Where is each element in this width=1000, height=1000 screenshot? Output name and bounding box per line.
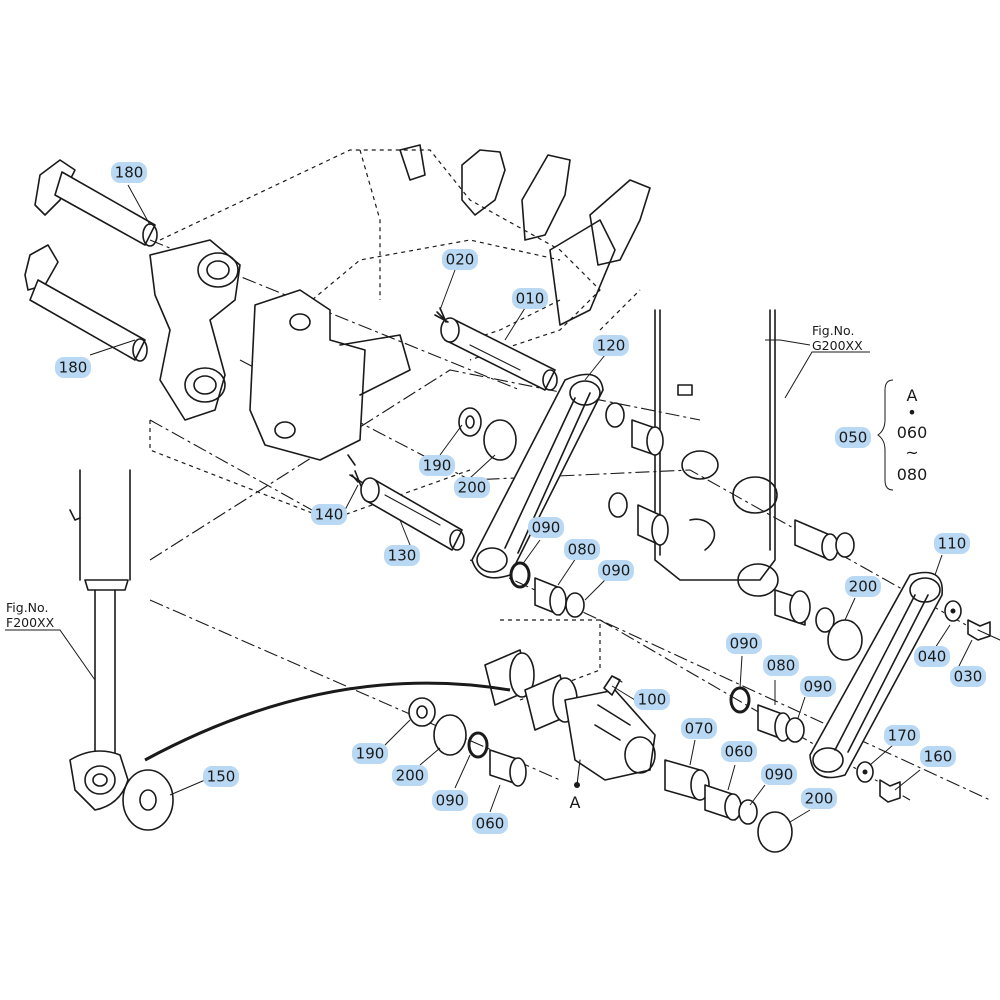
callout-100: 100 <box>638 691 667 709</box>
callout-190-lower: 190 <box>356 745 385 763</box>
fig-ref-upper-line2: G200XX <box>812 338 863 353</box>
pin-180-lower <box>24 244 148 362</box>
callout-160: 160 <box>924 748 953 766</box>
callout-080-a: 080 <box>568 541 597 559</box>
callout-060-lower: 060 <box>476 815 505 833</box>
link-120-bushings <box>509 561 585 618</box>
callout-040: 040 <box>918 648 947 666</box>
callout-050: 050 <box>839 429 868 447</box>
fig-ref-lower-line1: Fig.No. <box>6 600 48 615</box>
callout-200-bottom: 200 <box>805 790 834 808</box>
group-tilde: ~ <box>905 443 918 462</box>
f200-underline <box>5 629 96 681</box>
callout-090-d: 090 <box>804 678 833 696</box>
callout-110: 110 <box>938 535 967 553</box>
callout-090-f: 090 <box>436 792 465 810</box>
bolt-030-washer-040 <box>944 600 1000 641</box>
washer-150 <box>122 769 174 831</box>
callout-120: 120 <box>597 337 626 355</box>
group-from: 060 <box>897 423 928 442</box>
yoke-assembly-a <box>484 619 656 788</box>
group-brace <box>877 379 894 491</box>
cylinder-link-curve <box>144 681 511 762</box>
link-110 <box>809 571 943 779</box>
pin-180-upper <box>34 159 158 247</box>
bolt-160-washer-170 <box>856 761 901 803</box>
callout-150: 150 <box>207 768 236 786</box>
callout-030: 030 <box>954 668 983 686</box>
assembly-marker-a: A <box>570 793 581 812</box>
bushing-080-row <box>729 686 805 743</box>
boom-frame-outline <box>149 149 641 521</box>
callout-140: 140 <box>315 506 344 524</box>
grease-nipples <box>347 307 447 487</box>
callout-090-c: 090 <box>730 635 759 653</box>
pin-010 <box>434 314 558 391</box>
callout-130: 130 <box>388 547 417 565</box>
fig-ref-lower-line2: F200XX <box>6 615 55 630</box>
g200-underline <box>784 351 870 399</box>
callout-190-upper: 190 <box>423 457 452 475</box>
fig-ref-upper-line1: Fig.No. <box>812 323 854 338</box>
bushing-070-row <box>664 759 793 853</box>
upper-washers <box>458 407 517 461</box>
callout-080-b: 080 <box>767 657 796 675</box>
g200-leader <box>765 339 811 346</box>
group-050: 050 A • 060 ~ 080 <box>835 386 927 484</box>
pin-130 <box>349 474 465 551</box>
quick-coupler-bracket <box>149 239 411 461</box>
callout-090-b: 090 <box>602 562 631 580</box>
callout-labels: 180 180 020 010 120 190 200 140 130 090 … <box>55 162 986 834</box>
callout-180-lower: 180 <box>59 359 88 377</box>
callout-170: 170 <box>888 727 917 745</box>
group-to: 080 <box>897 465 928 484</box>
callout-200-right: 200 <box>849 578 878 596</box>
callout-090-e: 090 <box>765 766 794 784</box>
fig-ref-lower: Fig.No. F200XX <box>6 600 55 630</box>
callout-leaders <box>89 184 973 823</box>
bucket-teeth <box>399 144 651 326</box>
cylinder <box>69 469 131 811</box>
arm-outline <box>654 309 779 597</box>
group-dot: • <box>907 403 916 422</box>
fig-ref-upper: Fig.No. G200XX <box>812 323 863 353</box>
left-lower-parts <box>408 697 527 787</box>
callout-200-lower: 200 <box>396 767 425 785</box>
callout-090-a: 090 <box>532 519 561 537</box>
group-top-label: A <box>907 386 918 405</box>
callout-200-upper: 200 <box>458 479 487 497</box>
callout-060-right: 060 <box>725 743 754 761</box>
callout-020: 020 <box>446 251 475 269</box>
callout-010: 010 <box>516 290 545 308</box>
arm-bushings <box>605 402 863 661</box>
callout-070: 070 <box>685 720 714 738</box>
callout-180-upper: 180 <box>115 164 144 182</box>
